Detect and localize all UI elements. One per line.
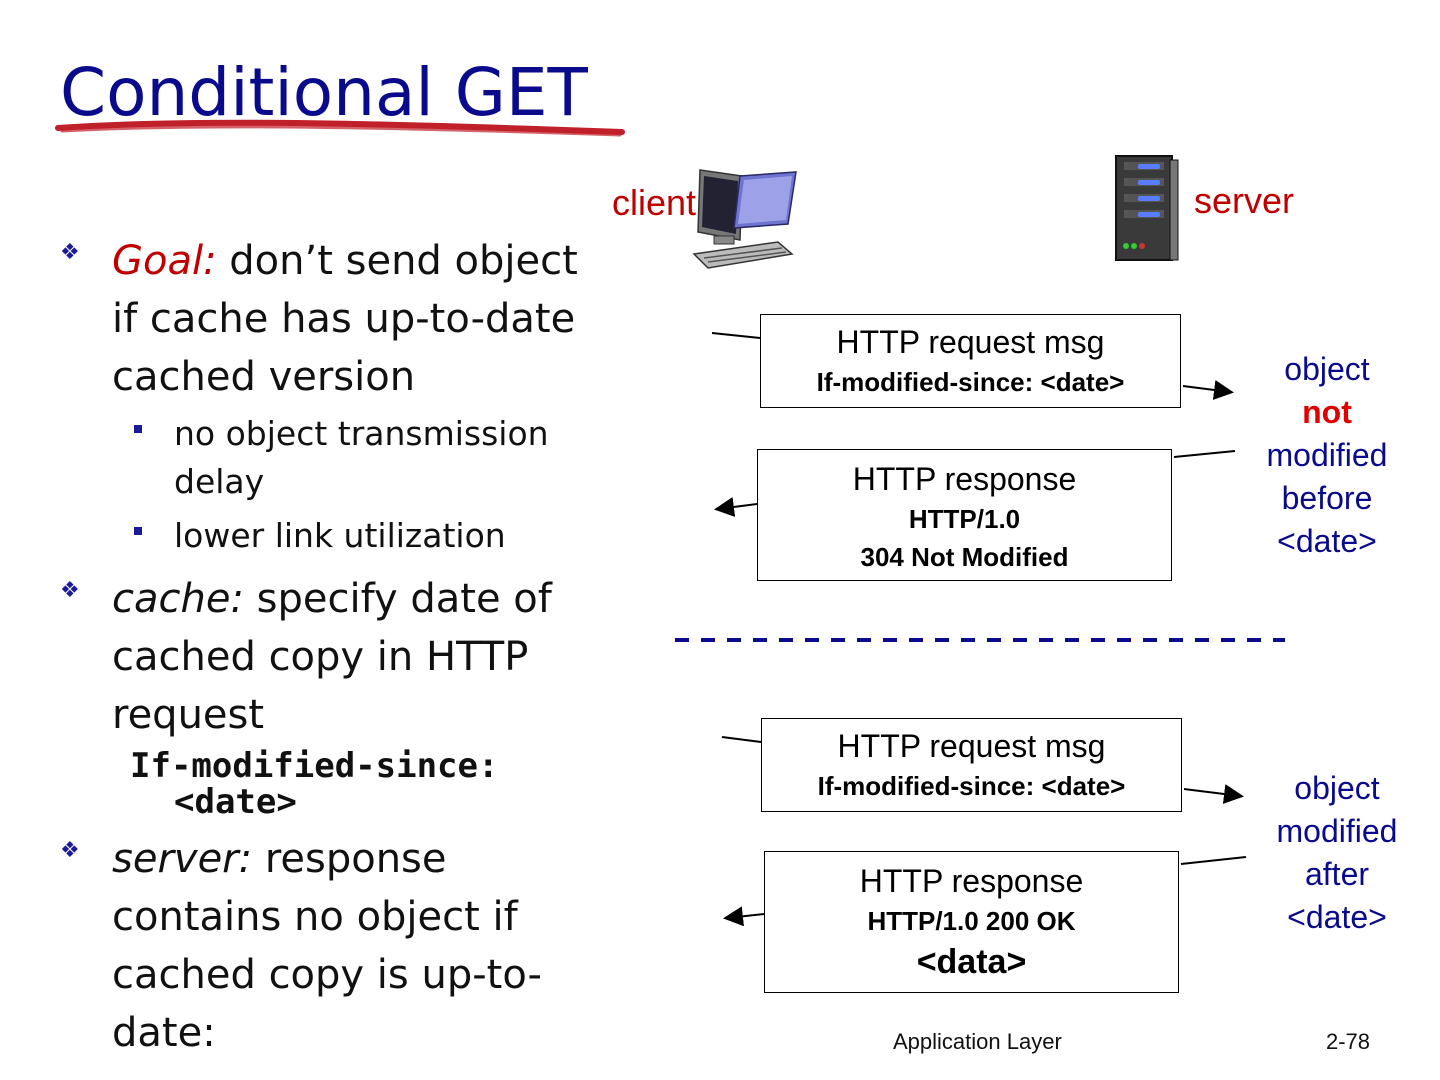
top-note: object not modified before <date> [1252,348,1402,563]
goal-label: Goal: [112,238,217,284]
top-response-line-1: HTTP response [852,461,1077,497]
server-text-4: date: [112,1010,216,1056]
top-note-word-1: object [1284,351,1370,387]
page-title: Conditional GET [60,54,588,131]
top-note-word-2: not [1302,394,1352,430]
bottom-note-word-1: object [1294,770,1380,806]
bottom-note-word-4: <date> [1287,899,1387,935]
cache-text-2: cached copy in HTTP [112,634,529,680]
title-underline [55,119,625,137]
top-response-box: HTTP response HTTP/1.0 304 Not Modified [757,449,1172,581]
footer-section: Application Layer [893,1029,1062,1054]
server-text-3: cached copy is up-to- [112,952,542,998]
server-label: server: [112,836,253,882]
sub-bullet-1: no object transmission delay [60,410,620,506]
sub-bullet-2-line-1: lower link utilization [174,516,506,555]
cache-text-3: request [112,692,265,738]
bottom-request-line-1: HTTP request msg [837,728,1106,764]
goal-text-1: don’t send object [216,238,578,284]
goal-text-2: if cache has up-to-date [112,296,576,342]
bottom-response-line-1: HTTP response [859,863,1084,899]
top-request-line-1: HTTP request msg [836,324,1105,360]
bullet-list: ❖ Goal: don’t send object if cache has u… [60,232,620,1062]
sub-bullet-1-line-2: delay [174,462,265,501]
top-response-line-3: 304 Not Modified [860,542,1069,572]
server-text-1: response [252,836,447,882]
top-request-line-2: If-modified-since: <date> [816,367,1125,397]
top-note-word-3: modified [1266,437,1388,473]
bottom-request-line-2: If-modified-since: <date> [817,771,1126,801]
bottom-response-line-2: HTTP/1.0 200 OK [867,906,1076,936]
cache-text-1: specify date of [243,576,552,622]
bullet-server: ❖ server: response contains no object if… [60,830,620,1062]
diamond-bullet-icon: ❖ [60,838,80,863]
server-tower-icon [1115,155,1179,261]
bottom-note-word-3: after [1304,856,1370,892]
cache-code-line-2: <date> [174,782,297,822]
square-bullet-icon [134,527,142,535]
top-response-line-2: HTTP/1.0 [908,504,1021,534]
cache-label: cache: [112,576,244,622]
diamond-bullet-icon: ❖ [60,578,80,603]
server-label: server [1194,180,1295,221]
bottom-note: object modified after <date> [1262,767,1412,939]
footer-page-number: 2-78 [1326,1029,1371,1054]
square-bullet-icon [134,425,142,433]
bullet-cache: ❖ cache: specify date of cached copy in … [60,570,620,820]
bottom-response-box: HTTP response HTTP/1.0 200 OK <data> [764,851,1179,993]
bullet-goal: ❖ Goal: don’t send object if cache has u… [60,232,620,406]
top-request-box: HTTP request msg If-modified-since: <dat… [760,314,1181,408]
server-text-2: contains no object if [112,894,518,940]
sub-bullet-2: lower link utilization [60,512,620,560]
bottom-response-line-3: <data> [916,943,1027,981]
cache-code-line-1: If-modified-since: [130,746,499,786]
diamond-bullet-icon: ❖ [60,240,80,265]
goal-text-3: cached version [112,354,416,400]
sub-bullet-1-line-1: no object transmission [174,414,549,453]
desktop-computer-icon [692,169,797,269]
bottom-request-box: HTTP request msg If-modified-since: <dat… [761,718,1182,812]
top-note-word-4: before [1281,480,1373,516]
client-label: client [612,182,697,223]
bottom-note-word-2: modified [1276,813,1398,849]
top-note-word-5: <date> [1277,523,1377,559]
